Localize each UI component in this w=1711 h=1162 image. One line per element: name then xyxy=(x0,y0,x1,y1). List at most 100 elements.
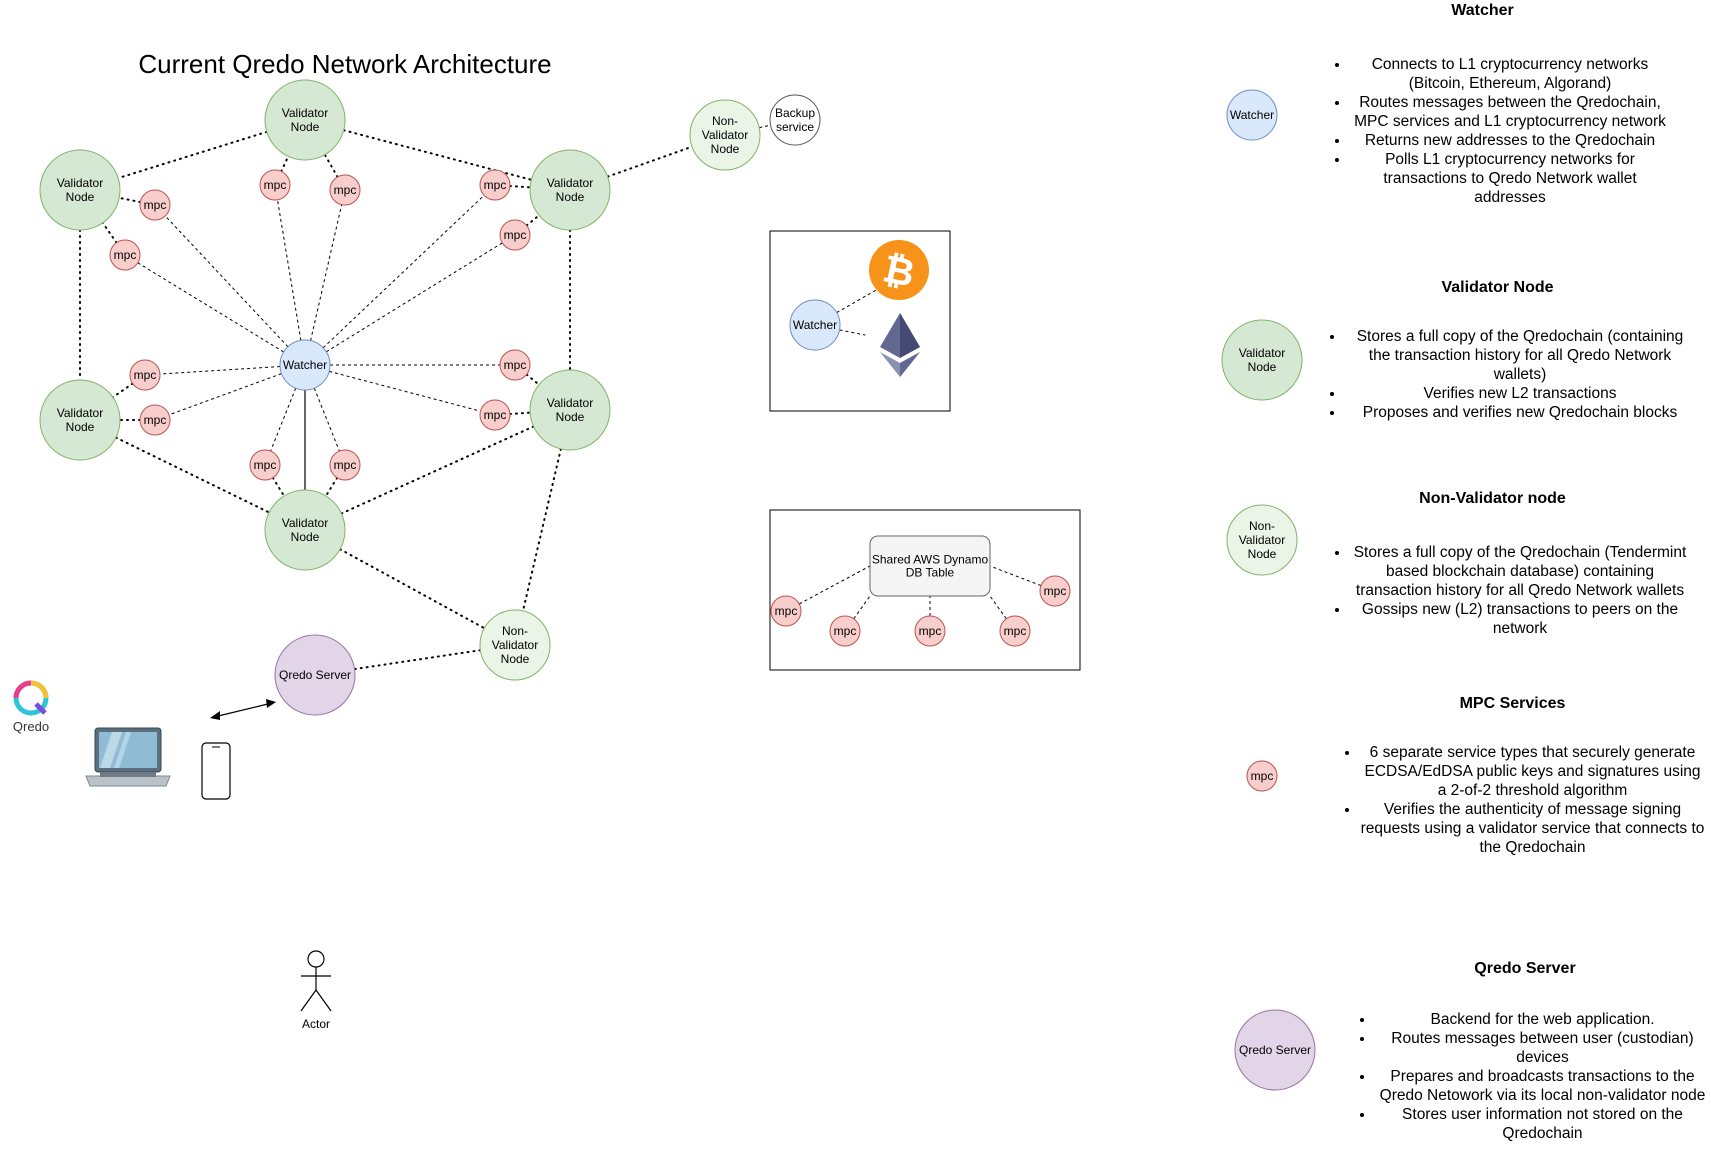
dynamo-mpc-node: mpc xyxy=(829,615,861,647)
validator-node-top-left-text: Validator xyxy=(57,176,103,190)
mpc-node-text: mpc xyxy=(114,248,137,262)
phone-icon xyxy=(201,742,231,800)
dynamo-table-node-text: Shared AWS Dynamo xyxy=(872,553,989,567)
legend-validator-bullet: Proposes and verifies new Qredochain blo… xyxy=(1345,403,1695,422)
mpc-validator-link xyxy=(324,476,339,497)
watcher-mpc-link xyxy=(159,366,281,375)
legend-watcher-bullet: Returns new addresses to the Qredochain xyxy=(1350,131,1670,150)
legend-validator-node-text: Validator xyxy=(1239,346,1285,360)
validator-node-top-right-text: Node xyxy=(556,190,585,204)
legend-validator-bullet: Verifies new L2 transactions xyxy=(1345,384,1695,403)
mpc-node: mpc xyxy=(129,359,161,391)
mpc-validator-link xyxy=(508,411,532,416)
legend-mpc: MPC Services 6 separate service types th… xyxy=(1340,695,1705,857)
dynamo-mpc-node: mpc xyxy=(1039,575,1071,607)
legend-nonvalidator-node-text: Non- xyxy=(1249,519,1275,533)
mpc-node-text: mpc xyxy=(144,198,167,212)
watcher-mpc-link xyxy=(168,373,282,416)
dynamo-mpc-node: mpc xyxy=(914,615,946,647)
mpc-validator-link xyxy=(525,214,541,227)
validator-node-top-right-text: Validator xyxy=(547,176,593,190)
legend-nonvalidator: Non-Validator node Stores a full copy of… xyxy=(1330,490,1690,638)
legend-mpc-bullet: 6 separate service types that securely g… xyxy=(1360,743,1705,800)
legend-mpc-bullet: Verifies the authenticity of message sig… xyxy=(1360,800,1705,857)
network-link xyxy=(340,425,535,515)
validator-node-bottom-left-text: Node xyxy=(66,420,95,434)
dynamo-mpc-node-text: mpc xyxy=(775,604,798,618)
laptop-icon xyxy=(85,727,171,787)
watcher-mpc-link xyxy=(322,194,485,349)
inset-watcher-node-text: Watcher xyxy=(793,318,837,332)
mpc-validator-link xyxy=(271,476,286,497)
watcher-inset-box xyxy=(769,230,951,412)
mpc-validator-link xyxy=(280,155,290,173)
non-validator-node-top-text: Validator xyxy=(702,128,748,142)
watcher-mpc-link xyxy=(325,242,503,353)
dynamo-mpc-node-text: mpc xyxy=(834,624,857,638)
dynamo-mpc-link xyxy=(989,565,1042,587)
network-link xyxy=(353,649,482,671)
legend-watcher-bullet: Routes messages between the Qredochain, … xyxy=(1350,93,1670,131)
dynamo-mpc-link xyxy=(989,595,1007,620)
legend-watcher-bullet: Polls L1 cryptocurrency networks for tra… xyxy=(1350,150,1670,207)
mpc-validator-link xyxy=(525,373,541,386)
mpc-node: mpc xyxy=(329,174,361,206)
mpc-node: mpc xyxy=(479,169,511,201)
backup-link xyxy=(759,124,771,129)
mpc-node-text: mpc xyxy=(264,178,287,192)
legend-mpc-node-text: mpc xyxy=(1251,769,1274,783)
dynamo-mpc-node-text: mpc xyxy=(919,624,942,638)
mpc-node-text: mpc xyxy=(484,178,507,192)
mpc-node-text: mpc xyxy=(144,413,167,427)
legend-watcher-node-text: Watcher xyxy=(1230,108,1274,122)
dynamo-table-node-text: DB Table xyxy=(906,566,955,580)
legend-watcher-node: Watcher xyxy=(1226,89,1278,141)
mpc-node: mpc xyxy=(499,219,531,251)
mpc-validator-link xyxy=(111,382,134,399)
legend-nonvalidator-bullet: Stores a full copy of the Qredochain (Te… xyxy=(1350,543,1690,600)
dynamo-mpc-node-text: mpc xyxy=(1004,624,1027,638)
legend-server-bullet: Prepares and broadcasts transactions to … xyxy=(1375,1067,1710,1105)
validator-node-top-text: Validator xyxy=(282,106,328,120)
mpc-node: mpc xyxy=(109,239,141,271)
legend-server-bullets: Backend for the web application.Routes m… xyxy=(1355,1010,1710,1143)
bitcoin-icon: ₿ xyxy=(869,240,929,300)
watcher-mpc-link xyxy=(313,388,340,452)
legend-mpc-node: mpc xyxy=(1246,760,1278,792)
watcher-mpc-link xyxy=(137,262,284,353)
dynamo-mpc-link xyxy=(853,595,871,620)
legend-server-bullet: Routes messages between user (custodian)… xyxy=(1375,1029,1710,1067)
legend-validator-bullet: Stores a full copy of the Qredochain (co… xyxy=(1345,327,1695,384)
watcher-node-text: Watcher xyxy=(283,358,327,372)
ethereum-icon xyxy=(880,313,920,377)
legend-watcher: Watcher Connects to L1 cryptocurrency ne… xyxy=(1330,2,1670,207)
legend-validator-heading: Validator Node xyxy=(1441,279,1554,296)
mpc-node-text: mpc xyxy=(504,228,527,242)
watcher-mpc-link xyxy=(276,199,302,341)
non-validator-node-top-text: Node xyxy=(711,142,740,156)
mpc-node-text: mpc xyxy=(334,458,357,472)
network-link xyxy=(114,436,271,514)
legend-nonvalidator-node-text: Node xyxy=(1248,547,1277,561)
legend-watcher-bullets: Connects to L1 cryptocurrency networks (… xyxy=(1330,55,1670,207)
legend-mpc-heading: MPC Services xyxy=(1459,695,1566,712)
actor-icon xyxy=(300,950,332,1012)
legend-server-bullet: Backend for the web application. xyxy=(1375,1010,1710,1029)
dynamo-mpc-node: mpc xyxy=(770,595,802,627)
legend-server-bullet: Stores user information not stored on th… xyxy=(1375,1105,1710,1143)
network-link xyxy=(606,145,694,178)
mpc-node: mpc xyxy=(139,404,171,436)
legend-watcher-bullet: Connects to L1 cryptocurrency networks (… xyxy=(1350,55,1670,93)
validator-node-bottom-right-text: Node xyxy=(556,410,585,424)
mpc-node-text: mpc xyxy=(254,458,277,472)
legend-nonvalidator-bullet: Gossips new (L2) transactions to peers o… xyxy=(1350,600,1690,638)
diagram-title: Current Qredo Network Architecture xyxy=(138,49,551,79)
non-validator-node-bottom-text: Non- xyxy=(502,624,528,638)
device-server-arrow xyxy=(210,699,276,720)
watcher-bitcoin-link xyxy=(836,289,877,314)
watcher-mpc-link xyxy=(270,388,297,452)
watcher-mpc-link xyxy=(164,215,289,348)
